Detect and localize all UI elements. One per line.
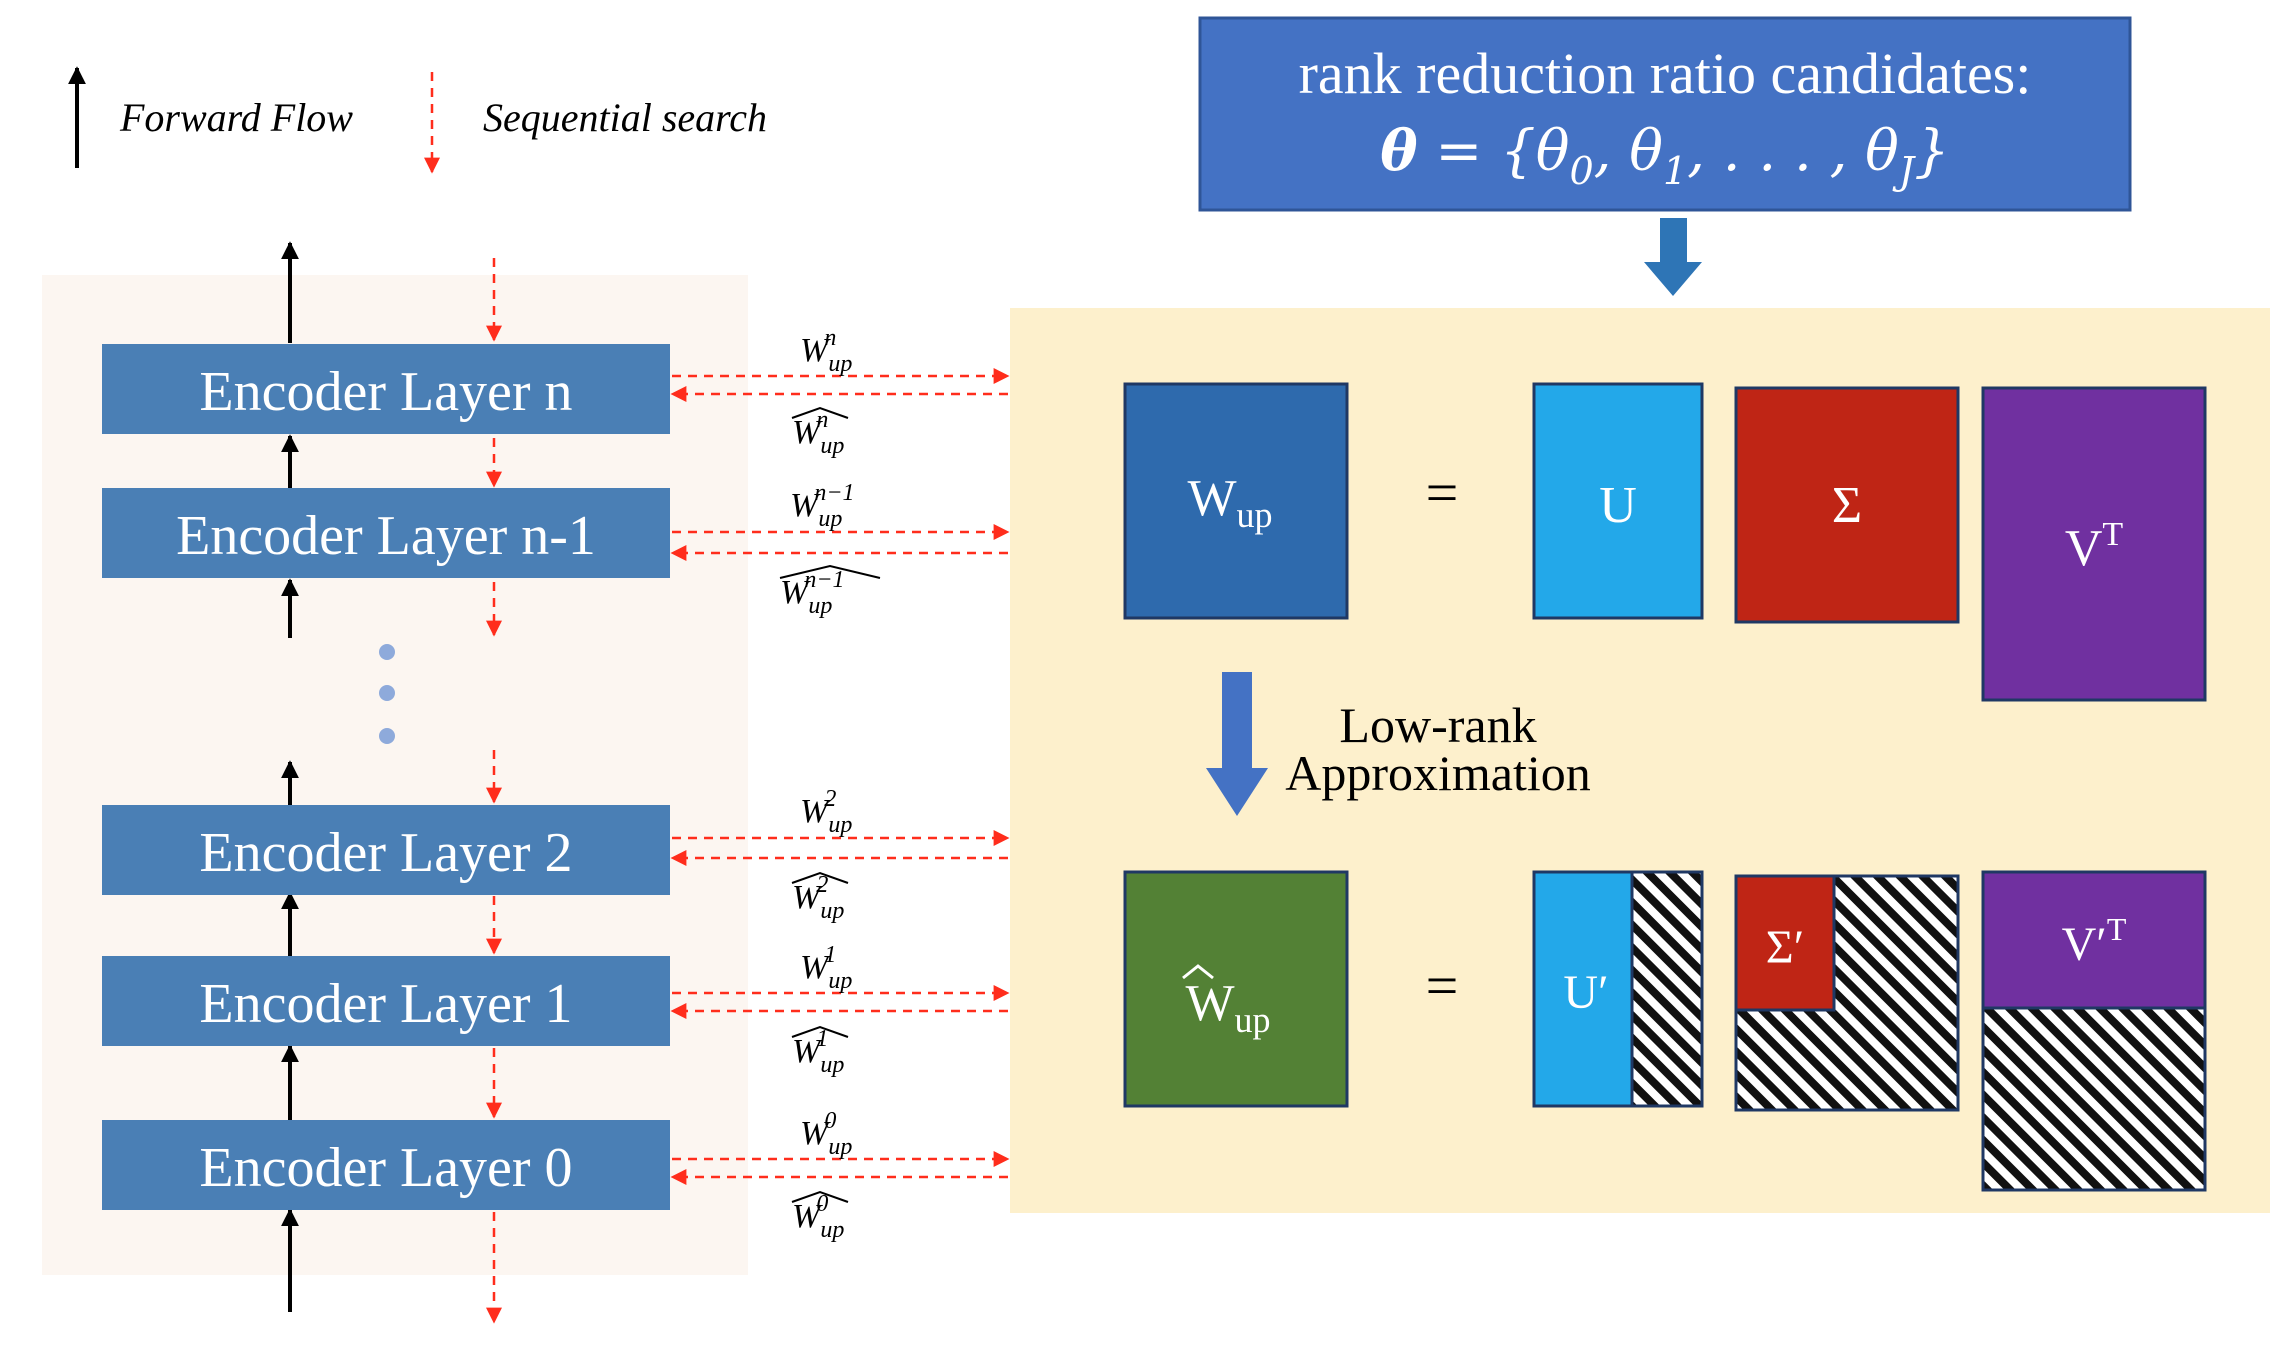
svg-text:Wup: Wup (1187, 470, 1272, 535)
weight-exchange-1: Wup1 Wup1 (670, 942, 1010, 1078)
svg-text:Encoder Layer 0: Encoder Layer 0 (199, 1137, 572, 1199)
w-hat-matrix: Wup (1123, 870, 1349, 1108)
svg-text:Σ′: Σ′ (1766, 921, 1804, 974)
svg-text:Wup1: Wup1 (800, 942, 852, 994)
sequential-search-legend-label: Sequential search (483, 95, 767, 140)
ellipsis-dots (379, 644, 395, 744)
forward-flow-legend-label: Forward Flow (119, 95, 353, 140)
svg-text:Wup2: Wup2 (792, 872, 844, 924)
svg-text:Encoder Layer n-1: Encoder Layer n-1 (176, 505, 596, 567)
candidates-box (1198, 16, 2132, 212)
svg-text:Wupn: Wupn (792, 407, 844, 459)
low-rank-down-arrow (1206, 672, 1268, 816)
svg-text:V′T: V′T (2062, 911, 2127, 971)
svg-text:Σ: Σ (1832, 477, 1862, 534)
weight-exchange-0: Wup0 Wup0 (670, 1108, 1010, 1243)
svg-text:Wup2: Wup2 (800, 786, 852, 838)
svg-text:Wupn: Wupn (800, 325, 852, 377)
u-matrix: U (1532, 382, 1704, 620)
svg-text:Encoder Layer 2: Encoder Layer 2 (199, 822, 572, 884)
u-prime-matrix: U′ (1532, 870, 1704, 1108)
svg-text:Wupn−1: Wupn−1 (780, 567, 845, 619)
low-rank-label-line1: Low-rank (1339, 697, 1536, 753)
svg-text:U′: U′ (1563, 966, 1608, 1019)
encoder-layer-0: Encoder Layer 0 (102, 1120, 670, 1210)
candidates-formula: θ = {θ0, θ1, . . . , θJ} (1380, 118, 1950, 193)
svg-text:Encoder Layer 1: Encoder Layer 1 (199, 973, 572, 1035)
svg-text:Wup1: Wup1 (792, 1026, 844, 1078)
weight-exchange-2: Wup2 Wup2 (670, 786, 1010, 924)
encoder-layer-n-1: Encoder Layer n-1 (102, 488, 670, 578)
candidates-title: rank reduction ratio candidates: (1299, 41, 2032, 106)
svg-text:Wup0: Wup0 (792, 1191, 844, 1243)
candidates-down-arrow (1644, 218, 1702, 296)
encoder-layer-2: Encoder Layer 2 (102, 805, 670, 895)
approx-equals: = (1426, 953, 1459, 1018)
svg-text:U: U (1599, 477, 1637, 534)
sigma-prime-matrix: Σ′ (1734, 874, 1960, 1112)
weight-exchange-n: Wupn Wupn (670, 325, 1010, 459)
left-panel-background (42, 275, 748, 1275)
sigma-matrix: Σ (1734, 386, 1960, 624)
svg-text:VT: VT (2065, 516, 2124, 577)
w-up-matrix: Wup (1123, 382, 1349, 620)
svd-equals: = (1426, 460, 1459, 525)
encoder-layer-1: Encoder Layer 1 (102, 956, 670, 1046)
encoder-layer-n: Encoder Layer n (102, 344, 670, 434)
svg-text:Wup: Wup (1185, 975, 1270, 1040)
svg-text:Encoder Layer n: Encoder Layer n (199, 361, 572, 423)
low-rank-label-line2: Approximation (1285, 745, 1591, 801)
weight-exchange-n-1: Wupn−1 Wupn−1 (670, 480, 1010, 619)
v-prime-transpose-matrix: V′T (1981, 870, 2207, 1192)
svg-text:Wup0: Wup0 (800, 1108, 852, 1160)
svg-text:Wupn−1: Wupn−1 (790, 480, 855, 532)
v-transpose-matrix: VT (1981, 386, 2207, 702)
